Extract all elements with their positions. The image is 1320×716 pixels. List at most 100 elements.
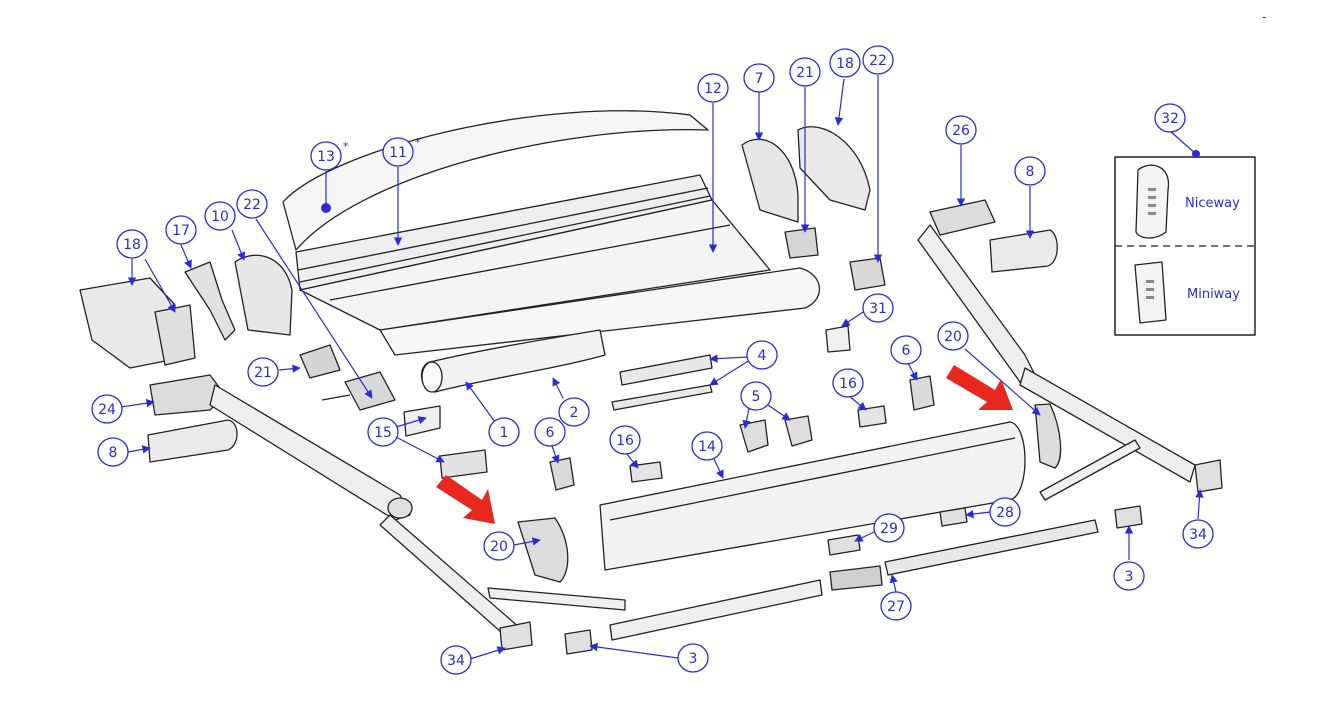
callout-number: 22 <box>243 197 261 213</box>
part-20-right-endcap <box>1034 403 1062 469</box>
callout-2: 2 <box>558 397 590 427</box>
part-20-left-endcap <box>517 517 569 583</box>
callout-number: 18 <box>123 237 141 253</box>
callout-number: 4 <box>758 348 767 364</box>
callout-8: 8 <box>97 437 129 467</box>
callout-circle <box>310 141 342 171</box>
callout-number: 18 <box>836 56 854 72</box>
callout-circle <box>743 63 775 93</box>
callout-circle <box>204 201 236 231</box>
callout-3: 3 <box>1113 561 1145 591</box>
callout-14: 14 <box>691 431 723 461</box>
callout-circle <box>247 357 279 387</box>
callout-18: 18 <box>829 48 861 78</box>
callout-number: 2 <box>570 405 579 421</box>
callout-5: 5 <box>740 381 772 411</box>
callout-circle <box>116 229 148 259</box>
callout-28: 28 <box>989 497 1021 527</box>
callout-number: 21 <box>796 65 814 81</box>
callout-circle <box>890 335 922 365</box>
red-arrow-left <box>436 475 495 524</box>
callout-number: 24 <box>98 402 116 418</box>
callout-27: 27 <box>880 591 912 621</box>
callout-31: 31 <box>862 293 894 323</box>
part-31 <box>825 325 851 353</box>
part-21-bracket-left <box>299 344 341 379</box>
part-5-cap-b <box>784 415 813 447</box>
callout-circle <box>609 425 641 455</box>
part-3-right <box>1114 505 1143 529</box>
callout-number: 10 <box>211 209 229 225</box>
callout-circle <box>488 417 520 447</box>
callout-6: 6 <box>534 417 566 447</box>
callout-20: 20 <box>937 321 969 351</box>
callout-number: 32 <box>1161 111 1179 127</box>
callout-21: 21 <box>789 57 821 87</box>
part-8-right-cover <box>989 229 1058 273</box>
callout-number: 27 <box>887 599 905 615</box>
part-15-plate <box>403 405 441 437</box>
callout-1: 1 <box>488 417 520 447</box>
callout-circle <box>832 368 864 398</box>
callout-asterisk: * <box>415 136 421 149</box>
part-12-profile <box>299 199 771 331</box>
callout-circle <box>1182 519 1214 549</box>
callout-circle <box>440 645 472 675</box>
callout-20: 20 <box>483 531 515 561</box>
callout-22: 22 <box>862 45 894 75</box>
callout-11: 11 * <box>382 136 421 167</box>
callout-circle <box>483 531 515 561</box>
part-7-right-plate <box>741 138 799 223</box>
part-16-left <box>629 461 663 483</box>
callout-number: 14 <box>698 439 716 455</box>
corner-mark: - <box>1262 10 1267 24</box>
niceway-remote-icon <box>1135 164 1170 239</box>
part-13-top-cover <box>282 110 709 251</box>
callout-circle <box>862 45 894 75</box>
callout-number: 8 <box>109 445 118 461</box>
legend-niceway: Niceway <box>1185 196 1240 211</box>
callout-number: 31 <box>869 301 887 317</box>
leader-lines <box>120 75 1204 660</box>
callout-number: 16 <box>616 433 634 449</box>
callout-6: 6 <box>890 335 922 365</box>
callout-circle <box>1154 103 1186 133</box>
callout-circle <box>534 417 566 447</box>
callout-number: 34 <box>447 653 465 669</box>
callout-number: 1 <box>500 425 509 441</box>
callout-number: 26 <box>952 123 970 139</box>
callout-number: 16 <box>839 376 857 392</box>
callout-circle <box>746 340 778 370</box>
callout-18: 18 <box>116 229 148 259</box>
callout-number: 17 <box>172 223 190 239</box>
callout-circle <box>165 215 197 245</box>
part-22-gear-right <box>849 257 886 291</box>
callout-15: 15 <box>367 417 399 447</box>
callout-34: 34 <box>1182 519 1214 549</box>
callout-circle <box>740 381 772 411</box>
part-lower-bar <box>609 579 823 641</box>
callout-circle <box>91 394 123 424</box>
callout-34: 34 <box>440 645 472 675</box>
callout-number: 11 <box>389 145 407 161</box>
part-2-fabric <box>379 267 821 356</box>
callout-number: 13 <box>317 149 335 165</box>
callout-21: 21 <box>247 357 279 387</box>
part-22-gear-left <box>344 371 396 411</box>
callout-7: 7 <box>743 63 775 93</box>
callout-number: 34 <box>1189 527 1207 543</box>
part-6-right <box>909 375 935 411</box>
callout-number: 21 <box>254 365 272 381</box>
part-5-cap-a <box>739 419 769 453</box>
callout-number: 8 <box>1026 164 1035 180</box>
part-18-right-casing <box>797 126 871 211</box>
callout-8: 8 <box>1014 156 1046 186</box>
callout-asterisk: * <box>343 140 349 153</box>
part-17-motor <box>184 261 236 341</box>
part-6-left <box>549 457 575 491</box>
callout-4: 4 <box>746 340 778 370</box>
callout-circle <box>691 431 723 461</box>
callout-circle <box>829 48 861 78</box>
